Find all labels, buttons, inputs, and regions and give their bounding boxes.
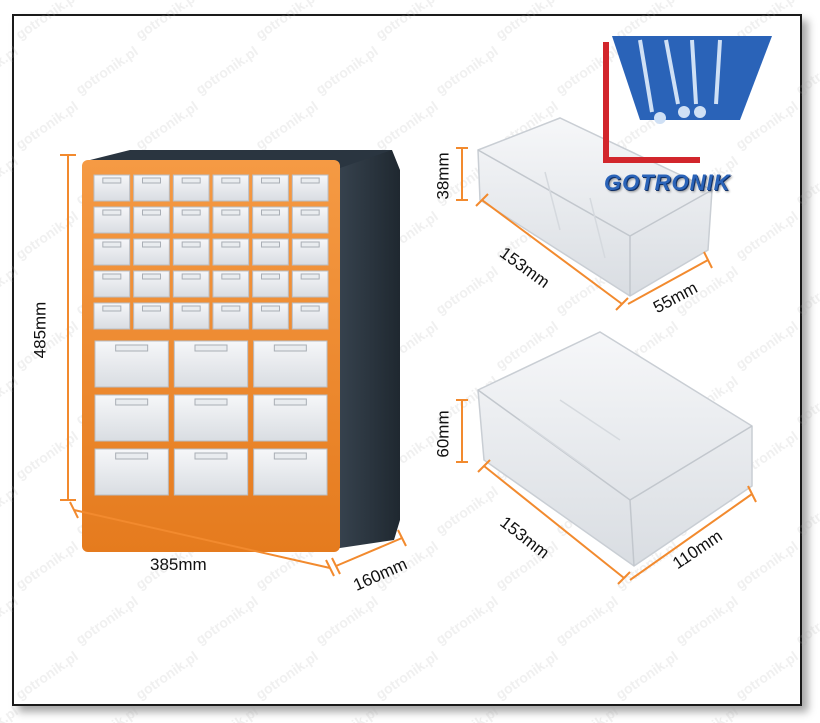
logo-pad-3	[694, 106, 706, 118]
small-drawer-handle	[221, 209, 241, 216]
width-dimension-tick-left	[69, 501, 79, 519]
small-drawer-handle	[300, 209, 320, 216]
small-drawer-handle	[300, 273, 320, 280]
small-drawer-grid	[93, 174, 329, 330]
cabinet	[82, 150, 400, 552]
large-drawer-handle	[273, 344, 307, 352]
small-drawer-handle	[102, 209, 122, 216]
small-drawer-handle	[300, 177, 320, 184]
small-drawer-handle	[221, 177, 241, 184]
depth-dimension-tick-left	[331, 557, 341, 575]
small-drawer-handle	[181, 209, 201, 216]
cabinet-height-label: 485mm	[30, 301, 50, 359]
small-drawer-handle	[142, 177, 161, 184]
large-width-line	[629, 493, 753, 581]
small-drawer-dividers	[544, 171, 606, 259]
logo-pad-1	[654, 112, 666, 124]
small-drawer-handle	[102, 241, 122, 248]
small-drawer-handle	[261, 177, 280, 184]
large-drawer-handle	[115, 398, 149, 406]
small-drawer-dimension-lines	[456, 147, 713, 311]
small-drawer-cell	[133, 174, 170, 202]
small-drawer-handle	[181, 305, 201, 312]
large-drawer-handle	[194, 398, 228, 406]
large-drawer-handle	[194, 452, 228, 460]
logo-red-frame	[603, 42, 700, 163]
small-length-tick-b	[615, 297, 629, 311]
small-drawer-handle	[142, 241, 161, 248]
large-drawer	[477, 331, 753, 567]
small-drawer-handle	[142, 209, 161, 216]
small-drawer-handle	[221, 273, 241, 280]
logo-text: GOTRONIK	[604, 170, 731, 195]
small-drawer-handle	[181, 177, 201, 184]
small-drawer-cell	[93, 206, 131, 234]
small-drawer-cell	[93, 174, 131, 202]
gotronik-logo-graphic	[603, 36, 772, 163]
cabinet-dimension-lines	[60, 154, 407, 577]
small-drawer-handle	[142, 273, 161, 280]
small-drawer-handle	[300, 305, 320, 312]
large-drawer-dimension-lines	[456, 399, 757, 585]
small-drawer-handle	[300, 241, 320, 248]
large-drawer-height-label: 60mm	[433, 410, 453, 458]
small-length-tick-a	[475, 193, 489, 207]
small-width-tick	[703, 251, 713, 269]
small-drawer-handle	[102, 273, 122, 280]
small-drawer-handle	[261, 241, 280, 248]
small-drawer-handle	[102, 305, 122, 312]
large-length-tick-b	[617, 571, 631, 585]
small-drawer-handle	[102, 177, 122, 184]
large-drawer-handle	[273, 452, 307, 460]
large-drawer-handle	[115, 344, 149, 352]
small-length-line	[481, 199, 623, 305]
width-dimension-tick-right	[325, 559, 335, 577]
large-length-tick-a	[477, 459, 491, 473]
depth-dimension-line	[335, 537, 403, 567]
large-drawer-handle	[194, 344, 228, 352]
logo-blue-shape	[612, 36, 772, 120]
large-length-line	[483, 465, 625, 579]
cabinet-width-label: 385mm	[150, 555, 207, 574]
large-drawer-handle	[273, 398, 307, 406]
small-drawer-height-label: 38mm	[433, 152, 453, 200]
small-drawer-handle	[261, 273, 280, 280]
large-drawer-cell	[253, 448, 328, 496]
small-drawer-handle	[181, 241, 201, 248]
small-width-line	[627, 259, 709, 305]
small-drawer-handle	[261, 305, 280, 312]
large-drawer-divider	[519, 399, 621, 471]
large-drawer-edge	[629, 499, 635, 567]
small-drawer-handle	[142, 305, 161, 312]
width-dimension-line	[73, 509, 331, 569]
depth-dimension-tick-right	[397, 529, 407, 547]
large-drawer-grid	[94, 340, 328, 496]
logo-pad-2	[678, 106, 690, 118]
small-drawer-handle	[261, 209, 280, 216]
large-drawer-body	[477, 331, 753, 567]
logo-circuit-lines	[638, 39, 722, 113]
small-drawer-handle	[221, 305, 241, 312]
small-drawer-handle	[221, 241, 241, 248]
large-drawer-handle	[115, 452, 149, 460]
cabinet-side	[330, 150, 400, 548]
small-drawer-handle	[181, 273, 201, 280]
large-width-tick	[747, 485, 757, 503]
